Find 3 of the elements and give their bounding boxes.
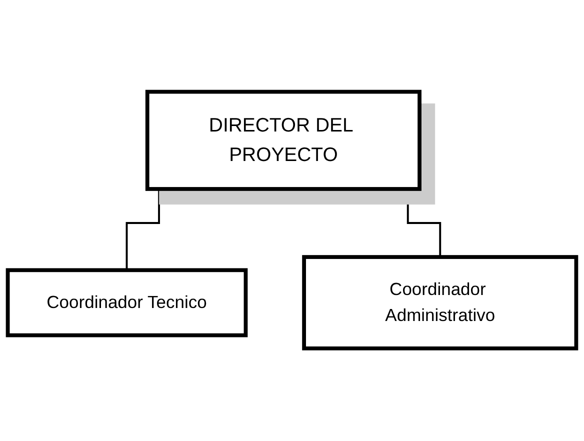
node-box: Coordinador Administrativo xyxy=(302,255,578,351)
node-box: Coordinador Tecnico xyxy=(6,268,248,338)
node-box: DIRECTOR DEL PROYECTO xyxy=(145,90,422,192)
